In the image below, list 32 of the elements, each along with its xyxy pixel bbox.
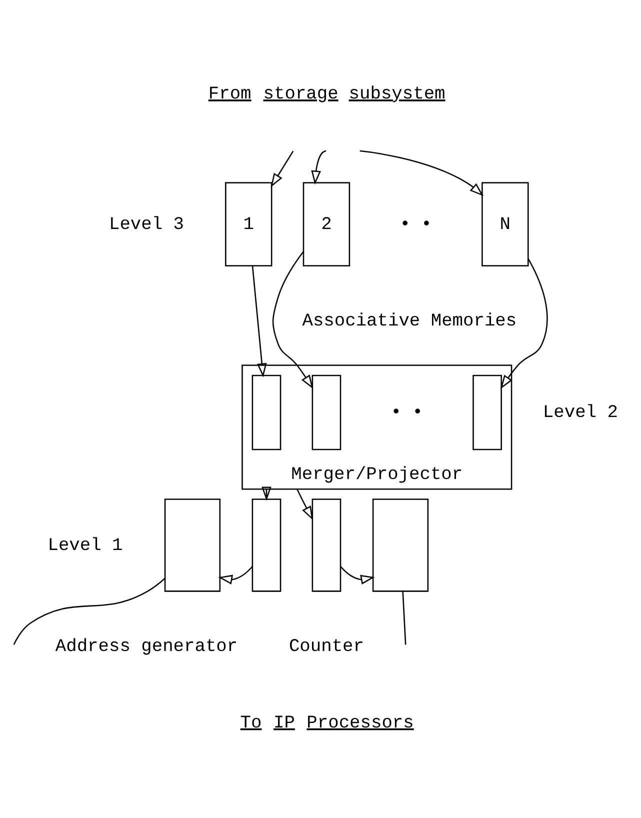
node-box [252, 498, 282, 592]
node-box: N [482, 182, 529, 266]
arrow [262, 486, 272, 500]
label: • • [400, 214, 432, 234]
label: To IP Processors [240, 712, 414, 733]
label: • • [390, 402, 423, 423]
arrow [340, 566, 375, 584]
node-label: Address generator [55, 636, 238, 656]
connector [402, 591, 406, 644]
arrow [296, 488, 314, 520]
arrow [218, 566, 253, 584]
arrow [500, 258, 548, 389]
label: Level 3 [109, 214, 184, 234]
label: Level 2 [542, 402, 618, 423]
node-box [312, 498, 342, 592]
node-box [472, 374, 502, 450]
arrow [252, 265, 267, 377]
label: Level 1 [48, 535, 123, 556]
connector [13, 577, 166, 644]
arrow [272, 250, 314, 389]
node-box: 2 [302, 182, 350, 266]
node-label: Counter [288, 636, 364, 656]
arrow [311, 150, 326, 184]
node-box: 1 [225, 182, 272, 266]
node-box [252, 374, 282, 450]
node-box [312, 374, 342, 450]
arrow [360, 150, 484, 196]
node-box [372, 498, 429, 592]
arrow [270, 150, 294, 187]
label: Associative Memories [302, 310, 517, 331]
label: From storage subsystem [208, 84, 446, 104]
node-box [164, 498, 221, 592]
